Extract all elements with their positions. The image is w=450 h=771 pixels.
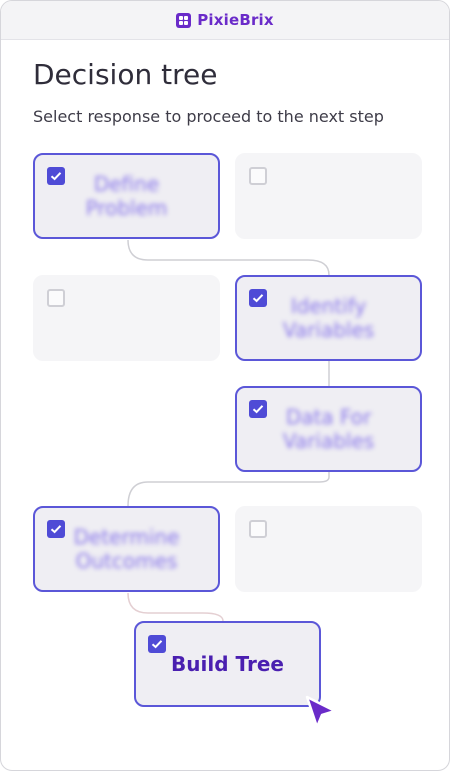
card-label: Define Problem bbox=[85, 172, 168, 220]
pointer-cursor-icon bbox=[305, 695, 337, 729]
card-label: Identify Variables bbox=[282, 294, 375, 342]
brand: PixieBrix bbox=[1, 1, 449, 39]
tree-option-card[interactable] bbox=[235, 153, 422, 239]
connector-line bbox=[127, 239, 330, 276]
checkbox-unchecked[interactable] bbox=[47, 289, 65, 307]
tree-option-card[interactable]: Identify Variables bbox=[235, 275, 422, 361]
top-bar: PixieBrix bbox=[1, 1, 449, 40]
page-subtitle: Select response to proceed to the next s… bbox=[33, 107, 384, 126]
tree-option-card[interactable]: Determine Outcomes bbox=[33, 506, 220, 592]
pixiebrix-logo-icon bbox=[176, 12, 192, 28]
tree-option-card[interactable]: Build Tree bbox=[134, 621, 321, 707]
connector-line bbox=[127, 472, 330, 507]
checkmark-icon bbox=[252, 405, 264, 414]
card-label: Determine Outcomes bbox=[73, 525, 180, 573]
checkbox-unchecked[interactable] bbox=[249, 520, 267, 538]
tree-option-card[interactable] bbox=[33, 275, 220, 361]
card-label: Data For Variables bbox=[282, 405, 375, 453]
checkmark-icon bbox=[50, 172, 62, 181]
card-label: Build Tree bbox=[171, 652, 284, 676]
checkbox-checked[interactable] bbox=[249, 289, 267, 307]
checkbox-unchecked[interactable] bbox=[249, 167, 267, 185]
checkbox-checked[interactable] bbox=[47, 520, 65, 538]
tree-option-card[interactable] bbox=[235, 506, 422, 592]
checkmark-icon bbox=[50, 525, 62, 534]
checkmark-icon bbox=[151, 640, 163, 649]
connector-line bbox=[127, 592, 224, 622]
tree-option-card[interactable]: Define Problem bbox=[33, 153, 220, 239]
tree-option-card[interactable]: Data For Variables bbox=[235, 386, 422, 472]
checkbox-checked[interactable] bbox=[47, 167, 65, 185]
checkbox-checked[interactable] bbox=[249, 400, 267, 418]
checkbox-checked[interactable] bbox=[148, 635, 166, 653]
checkmark-icon bbox=[252, 294, 264, 303]
brand-name: PixieBrix bbox=[197, 11, 274, 29]
page-title: Decision tree bbox=[33, 58, 218, 91]
